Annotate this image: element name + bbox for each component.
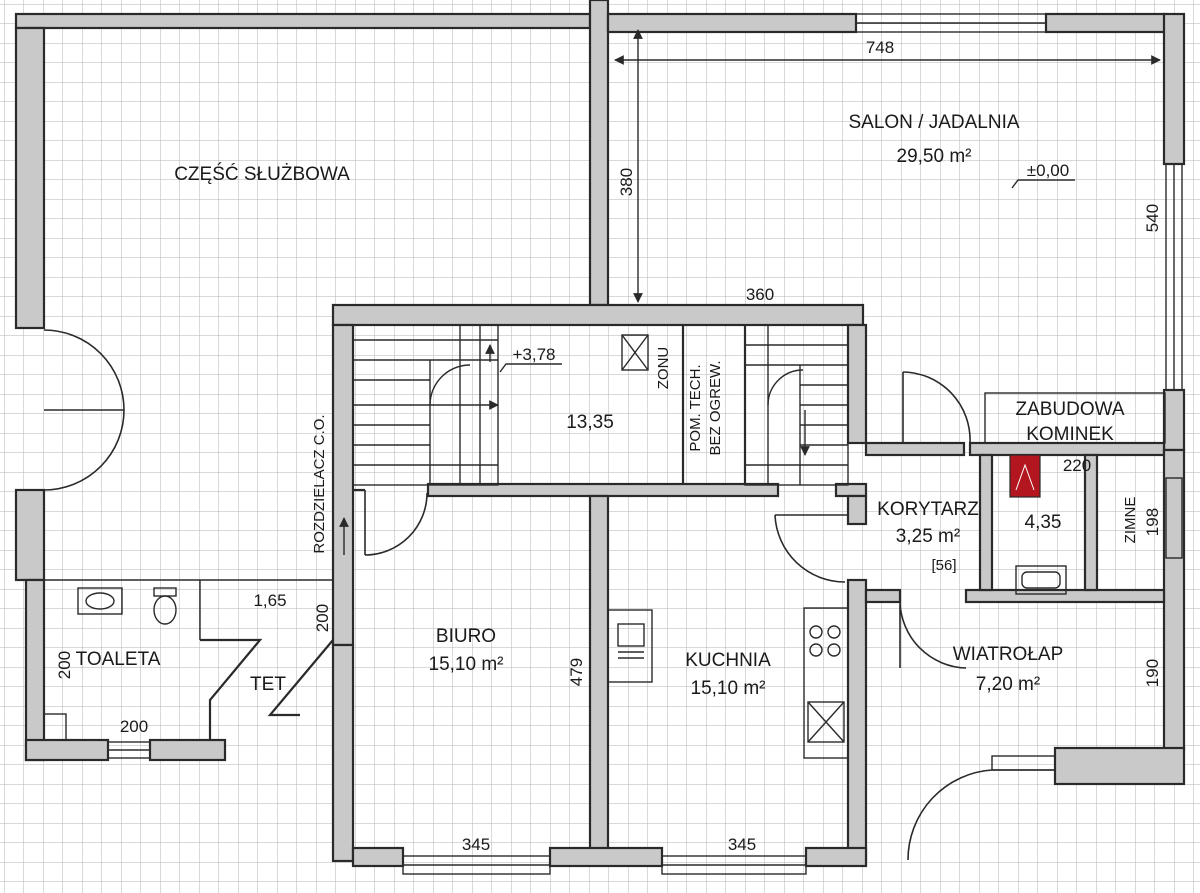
label-tet: TET: [250, 674, 286, 695]
double-door-icon: [43, 329, 125, 491]
room-czesc-sluzbowa: CZĘŚĆ SŁUŻBOWA: [174, 163, 350, 185]
dimension-salon-depth: 380: [617, 29, 643, 303]
dim-220: 220: [1063, 456, 1091, 475]
dim-165: 1,65: [253, 591, 286, 610]
dim-198: 198: [1143, 508, 1162, 536]
room-biuro: BIURO: [436, 626, 496, 647]
bathtub-icon: [1015, 565, 1067, 595]
staircase-left-icon: [352, 324, 499, 486]
dim-540: 540: [1143, 204, 1162, 232]
note-korytarz: [56]: [931, 557, 956, 574]
room-kuchnia: KUCHNIA: [685, 650, 771, 671]
area-wiatrolap: 7,20 m²: [976, 674, 1040, 695]
area-kuchnia: 15,10 m²: [691, 678, 766, 699]
level-marker-icon: [1011, 179, 1075, 189]
walls: [14, 0, 1186, 868]
area-hall: 13,35: [566, 412, 614, 433]
toilet-icon: [153, 587, 177, 625]
room-korytarz: KORYTARZ: [877, 499, 979, 520]
dim-200-tet: 200: [313, 604, 332, 632]
dim-200-toaleta: 200: [120, 717, 148, 736]
room-salon: SALON / JADALNIA: [848, 112, 1019, 133]
area-lazienka: 4,35: [1025, 512, 1062, 533]
area-korytarz: 3,25 m²: [896, 526, 960, 547]
fridge-icon: [807, 701, 845, 743]
label-pom-tech: POM. TECH.: [687, 364, 704, 451]
dim-345-kuchnia: 345: [728, 835, 756, 854]
label-bez-ogrew: BEZ OGREW.: [707, 360, 724, 455]
dim-380: 380: [617, 168, 636, 196]
dim-345-biuro: 345: [462, 835, 490, 854]
dim-479: 479: [567, 658, 586, 686]
dimension-salon-width: 748: [614, 38, 1161, 65]
area-salon: 29,50 m²: [897, 146, 972, 167]
label-rozdzielacz: ROZDZIELACZ C.O.: [311, 414, 328, 553]
washbasin-icon: [77, 587, 123, 615]
fireplace-icon: [1009, 454, 1041, 498]
dim-190: 190: [1143, 659, 1162, 687]
vent-box-icon: [621, 334, 649, 371]
stove-icon: [809, 625, 841, 657]
dim-200-toaleta-side: 200: [55, 651, 74, 679]
room-wiatrolap: WIATROŁAP: [953, 644, 1064, 665]
area-biuro: 15,10 m²: [429, 654, 504, 675]
label-zimne: ZIMNE: [1122, 497, 1139, 544]
label-kominek: KOMINEK: [1026, 424, 1114, 445]
room-toaleta: TOALETA: [76, 649, 161, 670]
label-zonu: ZONU: [655, 347, 672, 390]
staircase-right-icon: [744, 324, 849, 486]
sink-icon: [617, 623, 645, 659]
level-hall: +3,78: [512, 345, 555, 364]
dim-748: 748: [866, 38, 894, 57]
label-zabudowa: ZABUDOWA: [1015, 399, 1124, 420]
dim-360: 360: [746, 285, 774, 304]
level-salon: ±0,00: [1027, 161, 1069, 180]
